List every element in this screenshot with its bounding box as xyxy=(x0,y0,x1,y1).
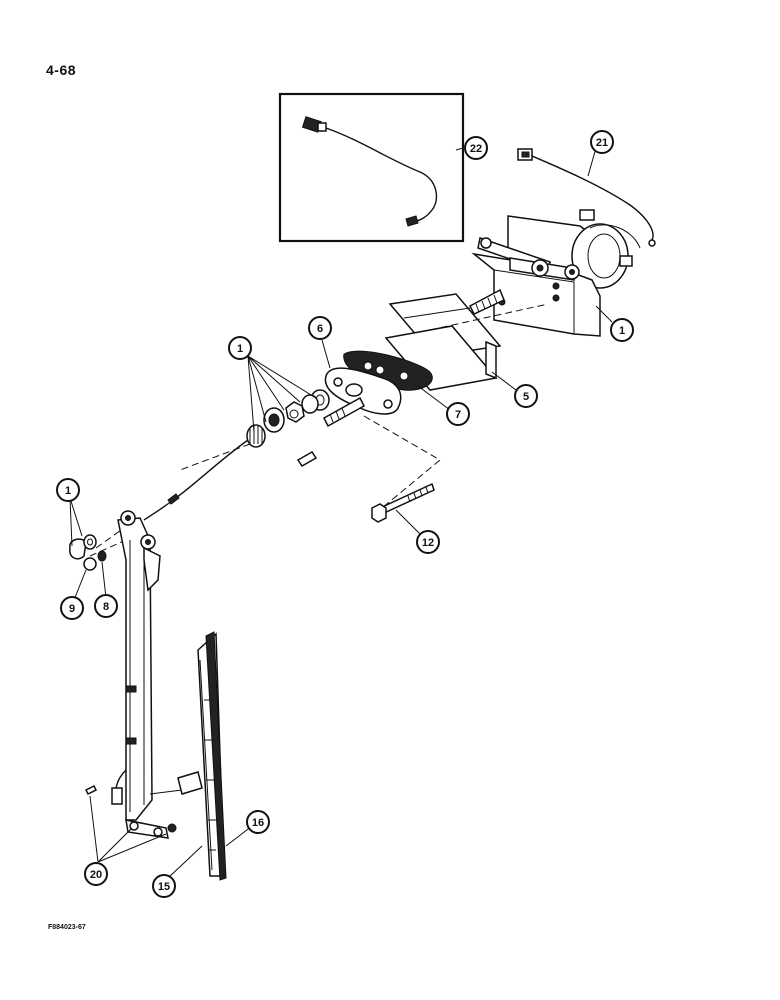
nut-washer-stack xyxy=(246,389,330,448)
callout-5: 5 xyxy=(514,384,538,408)
callout-1-nuts: 1 xyxy=(228,336,252,360)
callout-1-cap-label: 1 xyxy=(65,485,71,497)
harness-inset xyxy=(278,92,465,243)
cap-nut-set xyxy=(69,534,107,571)
hose-fitting xyxy=(296,451,318,467)
inset-harness-wire xyxy=(325,127,438,223)
callout-6-label: 6 xyxy=(317,323,323,335)
callout-15: 15 xyxy=(152,874,176,898)
callout-22: 22 xyxy=(464,136,488,160)
callout-8: 8 xyxy=(94,594,118,618)
callout-16: 16 xyxy=(246,810,270,834)
callout-1-nuts-label: 1 xyxy=(237,343,243,355)
callout-7: 7 xyxy=(446,402,470,426)
wiper-blade xyxy=(177,631,227,881)
motor-harness xyxy=(517,148,656,247)
inset-connector xyxy=(301,116,327,133)
callout-21-label: 21 xyxy=(596,137,608,149)
callout-21: 21 xyxy=(590,130,614,154)
callout-9: 9 xyxy=(60,596,84,620)
leader-lines xyxy=(69,147,613,879)
callout-1-cap: 1 xyxy=(56,478,80,502)
callout-15-label: 15 xyxy=(158,881,170,893)
figure-code: F884023-67 xyxy=(48,924,86,931)
callout-1-motor: 1 xyxy=(610,318,634,342)
callout-6: 6 xyxy=(308,316,332,340)
page-number: 4-68 xyxy=(46,62,77,78)
mounting-bolt xyxy=(371,482,435,523)
callout-22-label: 22 xyxy=(470,143,482,155)
callout-12: 12 xyxy=(416,530,440,554)
gasket xyxy=(343,350,433,391)
callout-20-label: 20 xyxy=(90,869,102,881)
inset-wire-end xyxy=(405,215,419,227)
assembly-guide-lines xyxy=(89,303,549,557)
callout-16-label: 16 xyxy=(252,817,264,829)
callout-12-label: 12 xyxy=(422,537,434,549)
callout-1-motor-label: 1 xyxy=(619,325,625,337)
wiper-motor xyxy=(469,209,641,337)
callout-9-label: 9 xyxy=(69,603,75,615)
washer-hose xyxy=(143,439,249,521)
callout-7-label: 7 xyxy=(455,409,461,421)
callout-5-label: 5 xyxy=(523,391,529,403)
callout-8-label: 8 xyxy=(103,601,109,613)
callout-20: 20 xyxy=(84,862,108,886)
wiper-arm xyxy=(84,510,199,839)
mounting-plate xyxy=(323,367,402,428)
